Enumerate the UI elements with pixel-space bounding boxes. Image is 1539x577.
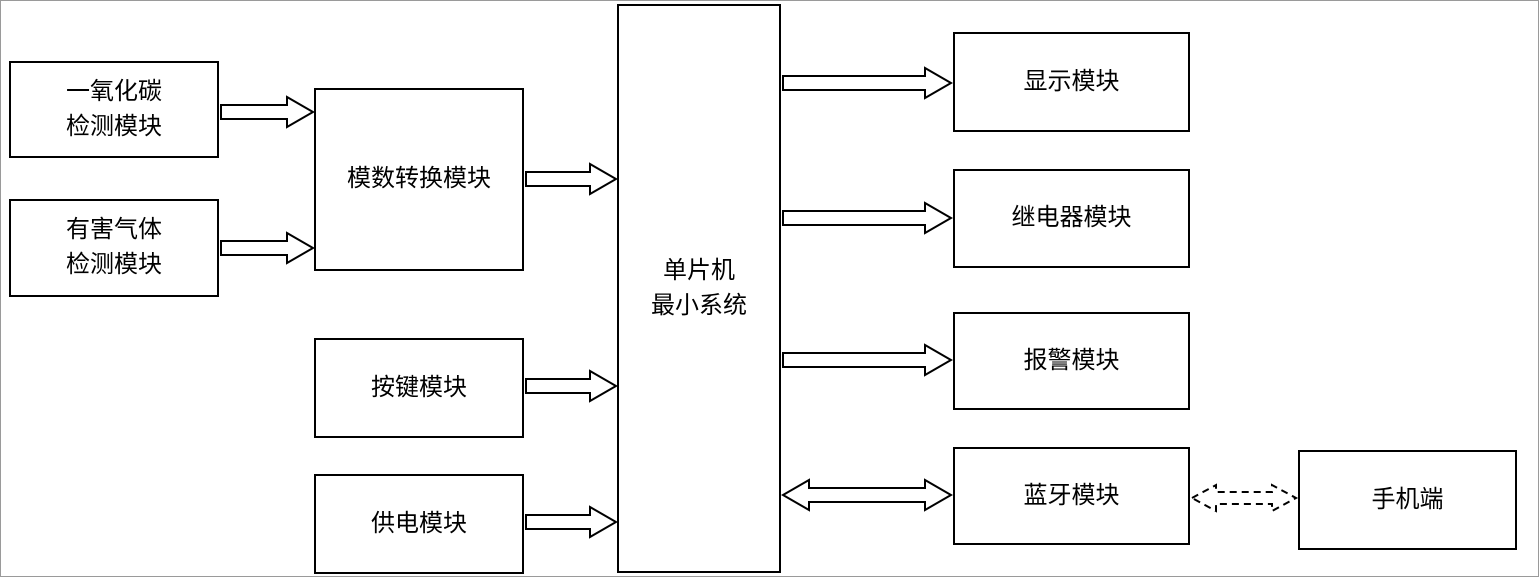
- arrow-bluetooth-phone-dashed-twoway-icon: [1189, 483, 1299, 513]
- arrow-adc-to-mcu-icon: [525, 162, 619, 196]
- node-label: 手机端: [1371, 485, 1444, 513]
- arrow-mcu-to-alarm-icon: [782, 343, 954, 377]
- arrow-mcu-bluetooth-twoway-icon: [780, 478, 954, 512]
- node-label-line: 单片机: [663, 256, 735, 284]
- node-label: 蓝牙模块: [1023, 481, 1120, 509]
- node-label-line: 检测模块: [66, 112, 162, 140]
- node-mobile-phone: 手机端: [1298, 450, 1517, 550]
- node-power-supply-module: 供电模块: [314, 474, 524, 574]
- node-relay-module: 继电器模块: [953, 169, 1190, 268]
- node-label: 模数转换模块: [347, 165, 491, 193]
- node-label-line: 检测模块: [66, 251, 162, 278]
- arrow-mcu-to-relay-icon: [782, 201, 954, 235]
- node-label: 显示模块: [1023, 67, 1120, 95]
- node-carbon-monoxide-detect-module: 一氧化碳 检测模块: [9, 61, 219, 158]
- arrow-gas-to-adc-icon: [220, 231, 316, 265]
- node-adc-module: 模数转换模块: [314, 88, 524, 271]
- node-key-module: 按键模块: [314, 338, 524, 438]
- arrow-mcu-to-display-icon: [782, 66, 954, 100]
- node-label: 供电模块: [371, 509, 467, 537]
- node-label-line: 最小系统: [651, 291, 747, 319]
- arrow-power-to-mcu-icon: [525, 505, 619, 539]
- node-mcu-minimum-system: 单片机 最小系统: [617, 4, 781, 573]
- node-label: 按键模块: [371, 373, 467, 401]
- node-harmful-gas-detect-module: 有害气体 检测模块: [9, 199, 219, 297]
- node-label-line: 一氧化碳: [66, 77, 162, 105]
- node-label: 继电器模块: [1011, 204, 1132, 232]
- node-bluetooth-module: 蓝牙模块: [953, 447, 1190, 545]
- arrow-key-to-mcu-icon: [525, 369, 619, 403]
- node-label-line: 有害气体: [66, 216, 162, 244]
- arrow-co-to-adc-icon: [220, 95, 316, 129]
- node-label: 报警模块: [1023, 346, 1120, 374]
- node-alarm-module: 报警模块: [953, 312, 1190, 410]
- node-display-module: 显示模块: [953, 32, 1190, 132]
